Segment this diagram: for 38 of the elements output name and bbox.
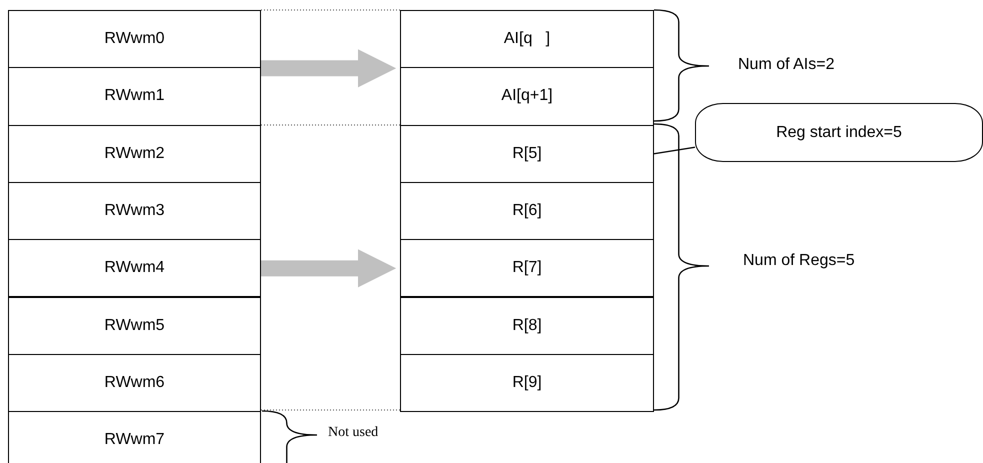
- cell-label: RWwm5: [104, 316, 165, 335]
- cell-label: RWwm6: [104, 374, 165, 392]
- callout-text: Reg start index=5: [776, 124, 902, 142]
- cell-label: R[6]: [512, 202, 542, 220]
- register-cell: [8, 124, 261, 183]
- register-cell: [8, 182, 261, 240]
- cell-label: RWwm1: [104, 87, 165, 106]
- mapped-cell: [400, 354, 654, 412]
- cell-label: RWwm3: [104, 202, 165, 220]
- block-arrow: [261, 49, 396, 88]
- register-cell: [8, 239, 261, 298]
- cell-label: RWwm2: [104, 144, 165, 163]
- mapped-cell: [400, 124, 654, 183]
- block-arrow: [261, 249, 396, 288]
- callout-bubble: [695, 103, 983, 162]
- cell-label: RWwm0: [104, 30, 165, 48]
- brace-label: Num of Regs=5: [743, 252, 855, 270]
- register-cell: [8, 411, 261, 463]
- register-cell: [8, 296, 261, 355]
- register-cell: [8, 354, 261, 412]
- mapped-cell: [400, 67, 654, 126]
- register-cell: [8, 10, 261, 68]
- cell-label: AI[q ]: [504, 30, 550, 48]
- mapped-cell: [400, 10, 654, 68]
- cell-label: R[5]: [512, 144, 542, 163]
- leader-line: [654, 146, 696, 154]
- cell-label: RWwm4: [104, 259, 165, 278]
- cell-label: R[7]: [512, 259, 542, 278]
- cell-label: RWwm7: [104, 431, 165, 450]
- mapped-cell: [400, 182, 654, 240]
- cell-label: R[8]: [512, 316, 542, 335]
- register-cell: [8, 67, 261, 126]
- mapped-cell: [400, 296, 654, 355]
- brace-label: Num of AIs=2: [738, 56, 834, 74]
- note-text: Not used: [328, 425, 378, 441]
- cell-label: AI[q+1]: [501, 87, 553, 106]
- cell-label: R[9]: [512, 374, 542, 392]
- mapped-cell: [400, 239, 654, 298]
